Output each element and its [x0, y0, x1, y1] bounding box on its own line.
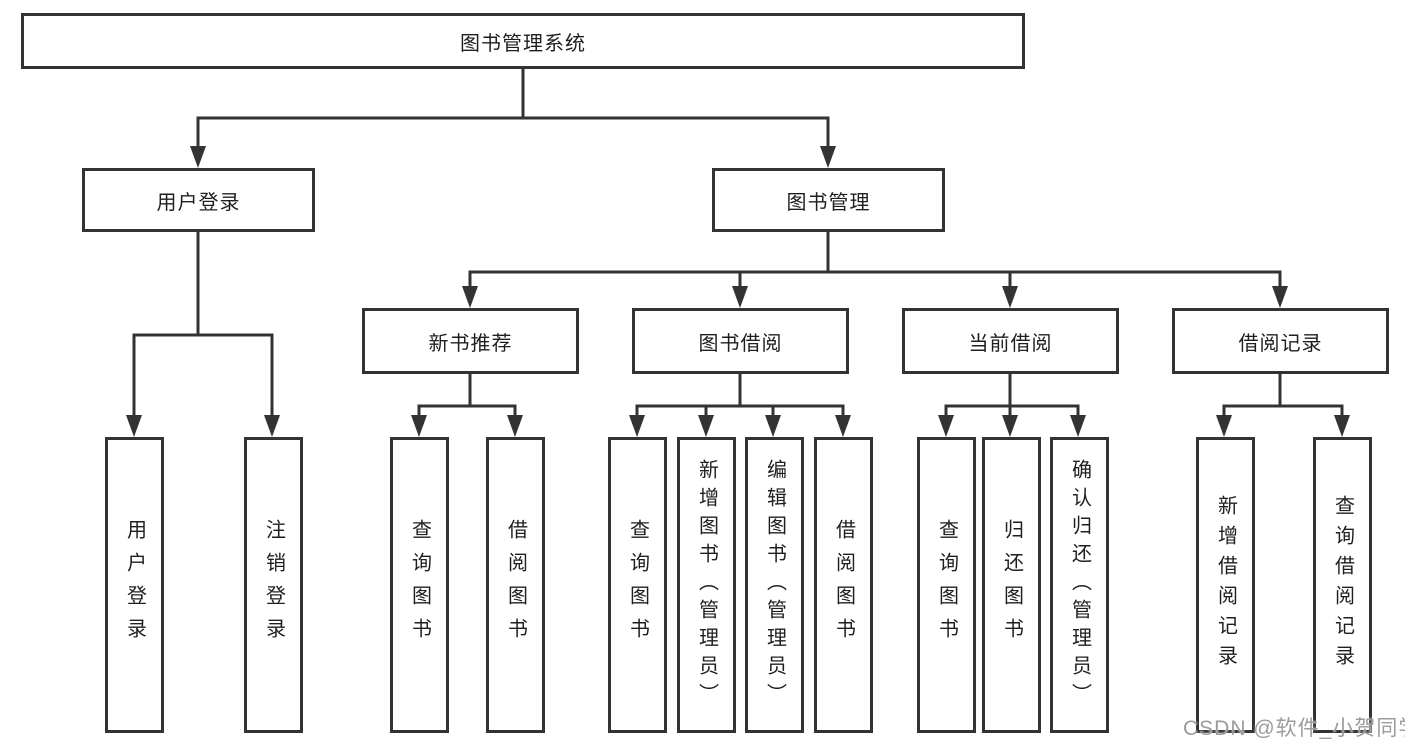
leaf-borrow-add-books-admin-label: 新增图书（管理员）: [695, 459, 718, 711]
leaf-borrow-edit-books-admin: 编辑图书（管理员）: [745, 437, 804, 733]
leaf-records-add-record-label: 新增借阅记录: [1214, 495, 1237, 675]
leaf-logout: 注销登录: [244, 437, 303, 733]
leaf-current-return-books-label: 归还图书: [1000, 519, 1023, 651]
leaf-logout-label: 注销登录: [262, 519, 285, 651]
node-new-book-recommend: 新书推荐: [362, 308, 579, 374]
leaf-current-query-books: 查询图书: [917, 437, 976, 733]
leaf-current-return-books: 归还图书: [982, 437, 1041, 733]
leaf-borrow-query-books-label: 查询图书: [626, 519, 649, 651]
csdn-watermark: CSDN @软件_小贺同学: [1183, 717, 1405, 740]
node-borrowing-records-label: 借阅记录: [1238, 332, 1323, 355]
node-user-login: 用户登录: [82, 168, 315, 232]
node-current-borrowing-label: 当前借阅: [968, 332, 1053, 355]
leaf-records-add-record: 新增借阅记录: [1196, 437, 1255, 733]
node-new-book-recommend-label: 新书推荐: [428, 332, 513, 355]
leaf-current-confirm-return-admin: 确认归还（管理员）: [1050, 437, 1109, 733]
leaf-newbooks-query-books: 查询图书: [390, 437, 449, 733]
leaf-user-login: 用户登录: [105, 437, 164, 733]
node-borrowing-records: 借阅记录: [1172, 308, 1389, 374]
node-current-borrowing: 当前借阅: [902, 308, 1119, 374]
leaf-user-login-label: 用户登录: [123, 519, 146, 651]
node-book-management: 图书管理: [712, 168, 945, 232]
leaf-current-query-books-label: 查询图书: [935, 519, 958, 651]
leaf-newbooks-query-books-label: 查询图书: [408, 519, 431, 651]
leaf-current-confirm-return-admin-label: 确认归还（管理员）: [1068, 459, 1091, 711]
leaf-records-query-record-label: 查询借阅记录: [1331, 495, 1354, 675]
node-book-borrowing-label: 图书借阅: [698, 332, 783, 355]
leaf-newbooks-borrow-books-label: 借阅图书: [504, 519, 527, 651]
leaf-borrow-add-books-admin: 新增图书（管理员）: [677, 437, 736, 733]
leaf-borrow-borrow-books-label: 借阅图书: [832, 519, 855, 651]
node-root-label: 图书管理系统: [460, 32, 586, 55]
leaf-borrow-query-books: 查询图书: [608, 437, 667, 733]
node-root: 图书管理系统: [21, 13, 1025, 69]
leaf-borrow-borrow-books: 借阅图书: [814, 437, 873, 733]
node-book-management-label: 图书管理: [786, 191, 871, 214]
leaf-newbooks-borrow-books: 借阅图书: [486, 437, 545, 733]
leaf-borrow-edit-books-admin-label: 编辑图书（管理员）: [763, 459, 786, 711]
node-user-login-label: 用户登录: [156, 191, 241, 214]
node-book-borrowing: 图书借阅: [632, 308, 849, 374]
leaf-records-query-record: 查询借阅记录: [1313, 437, 1372, 733]
